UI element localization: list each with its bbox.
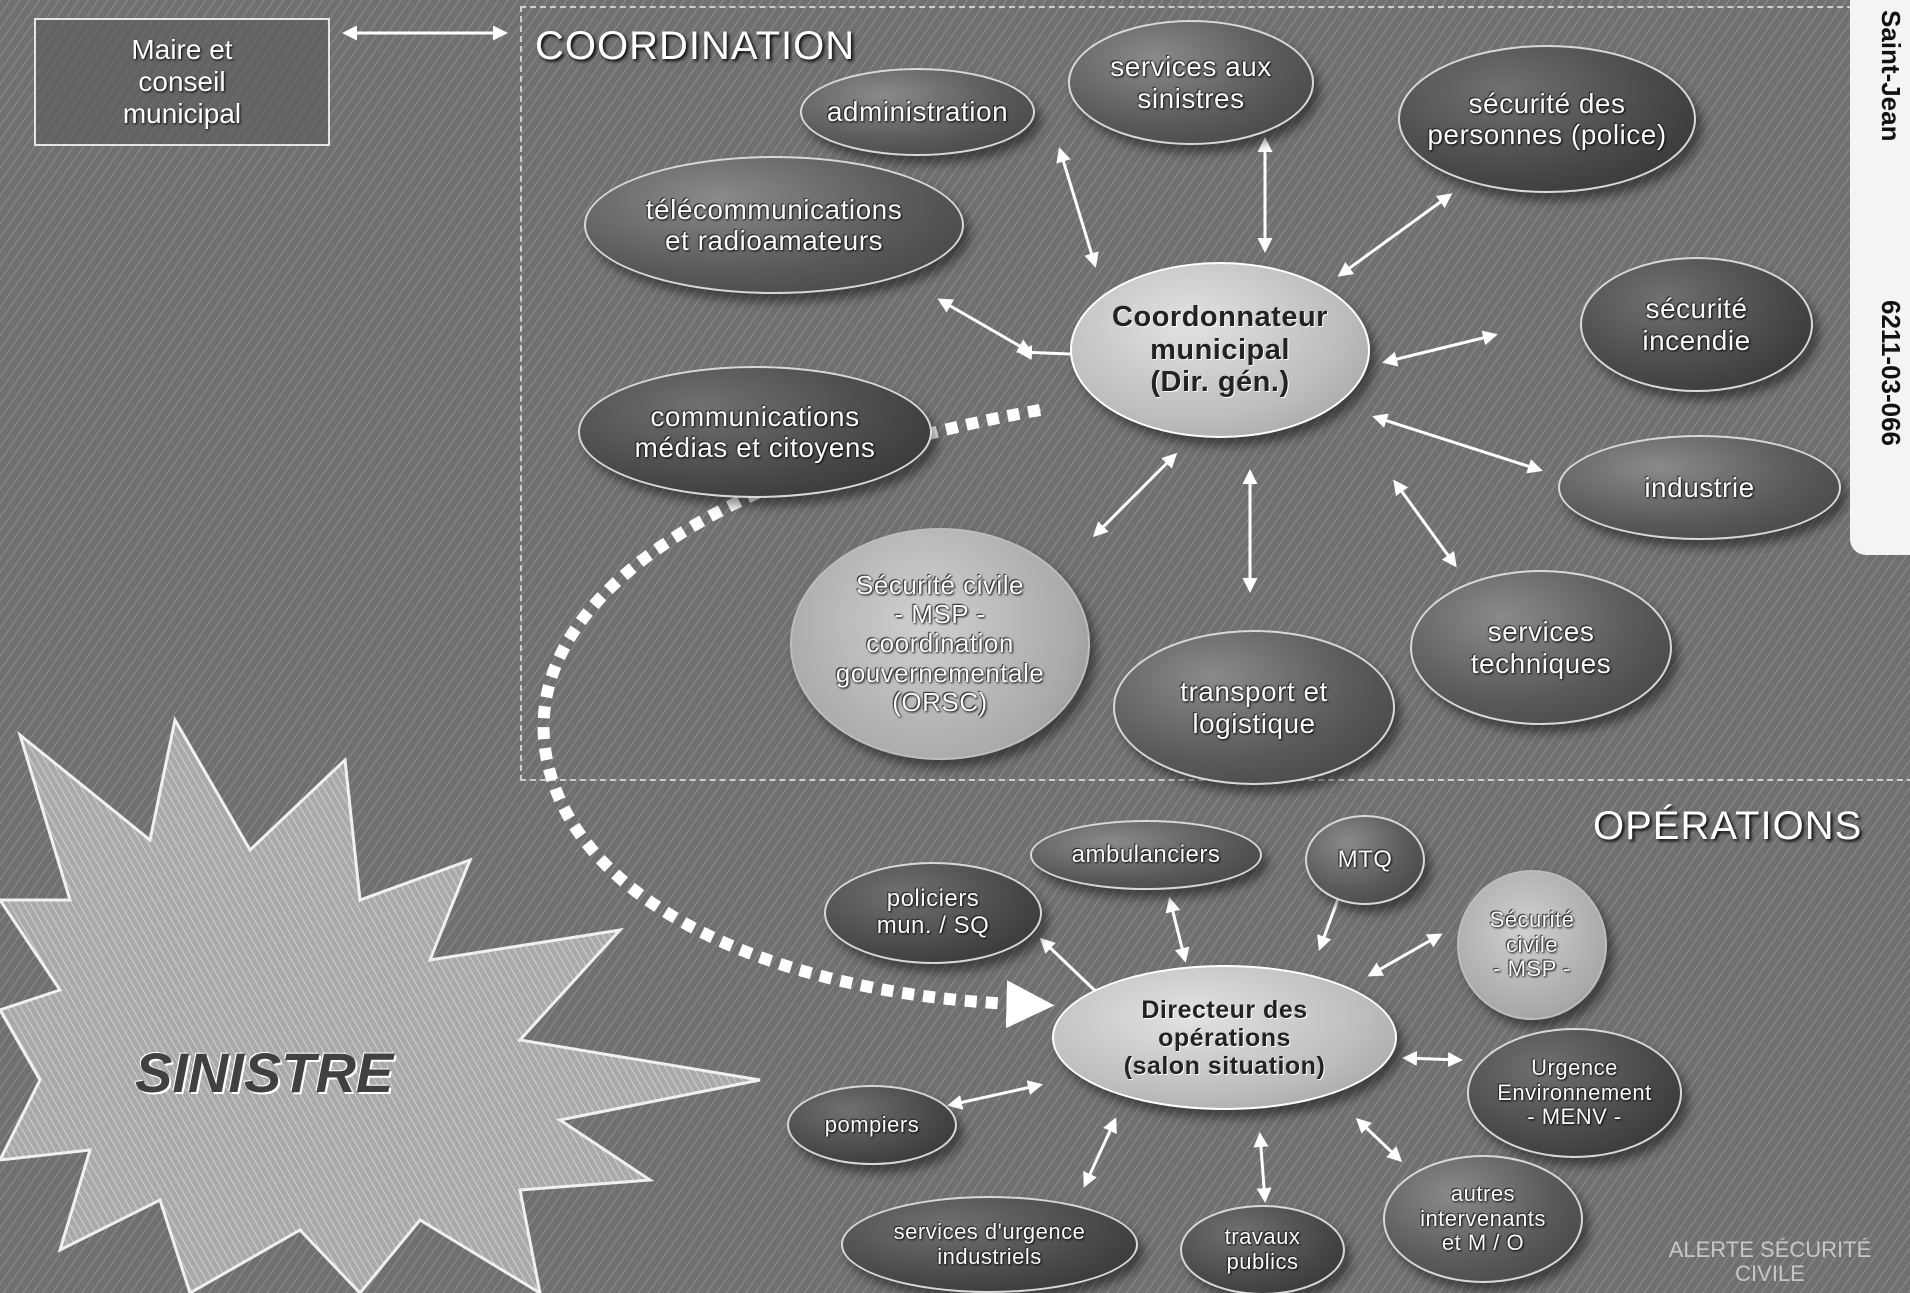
- document-side-tab: Saint-Jean 6211-03-066: [1850, 0, 1910, 555]
- node-services-sinistres: services aux sinistres: [1068, 20, 1314, 145]
- city-label: Saint-Jean: [1876, 10, 1906, 142]
- sinistre-starburst: [0, 715, 761, 1293]
- node-industrie: industrie: [1558, 435, 1841, 540]
- node-services-techniques: services techniques: [1410, 570, 1672, 725]
- node-securite-civile-msp: Sécurité civile - MSP -: [1457, 870, 1607, 1020]
- node-administration: administration: [800, 68, 1035, 156]
- node-autres-intervenants: autres intervenants et M / O: [1383, 1155, 1583, 1283]
- footer-label: ALERTE SÉCURITÉ CIVILE: [1668, 1237, 1872, 1287]
- node-communications: communications médias et citoyens: [578, 366, 932, 498]
- operations-title: OPÉRATIONS: [1593, 804, 1863, 848]
- document-code: 6211-03-066: [1876, 300, 1906, 447]
- node-ambulanciers: ambulanciers: [1030, 820, 1262, 890]
- node-securite-civile-gouv: Sécurité civile - MSP - coordination gou…: [790, 528, 1090, 760]
- node-securite-personnes: sécurité des personnes (police): [1398, 45, 1696, 193]
- director-node: Directeur des opérations (salon situatio…: [1052, 965, 1397, 1110]
- node-services-urgence-industriels: services d'urgence industriels: [841, 1196, 1138, 1293]
- node-pompiers: pompiers: [787, 1085, 957, 1165]
- node-mtq: MTQ: [1305, 815, 1425, 905]
- coordination-title: COORDINATION: [535, 24, 856, 68]
- node-transport-logistique: transport et logistique: [1113, 630, 1395, 785]
- sinistre-label: SINISTRE: [135, 1041, 394, 1104]
- node-telecommunications: télécommunications et radioamateurs: [584, 156, 964, 294]
- node-securite-incendie: sécurité incendie: [1580, 257, 1813, 392]
- coordinator-node: Coordonnateur municipal (Dir. gén.): [1070, 262, 1370, 438]
- node-urgence-environnement: Urgence Environnement - MENV -: [1467, 1028, 1682, 1158]
- node-travaux-publics: travaux publics: [1180, 1205, 1345, 1293]
- node-policiers: policiers mun. / SQ: [824, 862, 1042, 964]
- mayor-council-box: Maire et conseil municipal: [34, 18, 330, 146]
